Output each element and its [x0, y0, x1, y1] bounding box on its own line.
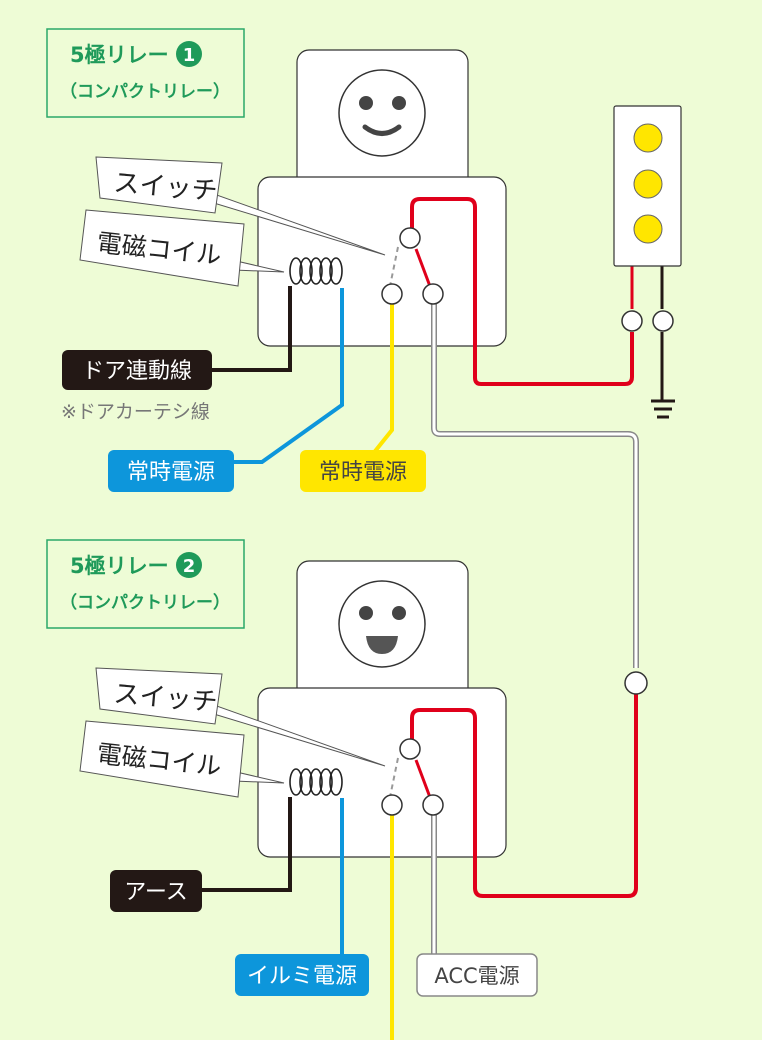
relay-1-terminal-nc [381, 283, 403, 305]
relay-2-coil-callout: 電磁コイル [79, 720, 285, 798]
relay-1-body [257, 176, 507, 347]
relay-2-switch-arm [414, 759, 433, 801]
relay-1-switch-arm [414, 248, 433, 290]
number-1-badge [176, 41, 202, 67]
led-terminal-plus [621, 310, 643, 332]
relay-2-switch-callout: スイッチ [95, 667, 386, 767]
svg-text:常時電源: 常時電源 [319, 460, 407, 485]
relay-2-illumi-power-label: イルミ電源 [235, 954, 369, 996]
led-lamp-3 [633, 214, 663, 244]
relay-1-coil-icon [289, 257, 343, 285]
relay-2-coil-icon [289, 768, 343, 796]
relay-2-body [257, 687, 507, 858]
relay-2-red-wire [410, 694, 638, 898]
ground-icon [651, 399, 675, 419]
relay-2: 5極リレー 2 （コンパクトリレー） [46, 539, 648, 1040]
relay-1-title: 5極リレー [70, 43, 169, 67]
relay-1-number: 1 [183, 45, 196, 66]
relay-2-terminal-common [399, 738, 421, 760]
relay-1-door-wire-note: ※ドアカーテシ線 [61, 401, 210, 423]
relay-1-face-icon [338, 69, 426, 157]
relay-2-face-icon [338, 580, 426, 668]
relay-1-coil-callout: 電磁コイル [79, 209, 285, 287]
svg-text:ACC電源: ACC電源 [434, 964, 519, 988]
relay-1-terminal-common [399, 227, 421, 249]
relay-2-terminal-nc [381, 794, 403, 816]
relay-1-blue-power-label: 常時電源 [108, 450, 234, 492]
led-terminal-minus [652, 310, 674, 332]
relay-1: 5極リレー 1 （コンパクトリレー） [46, 28, 664, 668]
svg-text:ドア連動線: ドア連動線 [82, 359, 192, 384]
relay-1-coil-blue-wire [232, 288, 344, 464]
relay-2-terminal-no [422, 794, 444, 816]
led-indicator [613, 105, 682, 419]
relay-1-red-wire [410, 197, 634, 386]
relay-2-subtitle: （コンパクトリレー） [60, 592, 230, 613]
relay-2-title-box: 5極リレー 2 （コンパクトリレー） [46, 539, 245, 629]
relay-2-ground-label: アース [110, 870, 202, 912]
relay-1-white-wire [432, 304, 638, 668]
relay-1-title-box: 5極リレー 1 （コンパクトリレー） [46, 28, 245, 118]
white-red-junction [624, 671, 648, 695]
relay-2-coil-black-wire [200, 797, 292, 892]
relay-2-acc-power-label: ACC電源 [416, 953, 538, 997]
relay-1-subtitle: （コンパクトリレー） [60, 81, 230, 102]
led-lamp-2 [633, 169, 663, 199]
relay-1-coil-black-wire [210, 286, 292, 372]
relay-1-switch-callout: スイッチ [95, 156, 386, 256]
relay-1-terminal-no [422, 283, 444, 305]
relay-1-yellow-power-label: 常時電源 [300, 450, 426, 492]
svg-text:常時電源: 常時電源 [127, 460, 215, 485]
led-lamp-1 [633, 123, 663, 153]
svg-text:イルミ電源: イルミ電源 [247, 964, 357, 989]
relay-1-door-wire-label: ドア連動線 [62, 350, 212, 390]
number-2-badge [176, 552, 202, 578]
relay-2-title: 5極リレー [70, 554, 169, 578]
relay-2-number: 2 [183, 556, 196, 577]
svg-text:アース: アース [124, 880, 188, 905]
